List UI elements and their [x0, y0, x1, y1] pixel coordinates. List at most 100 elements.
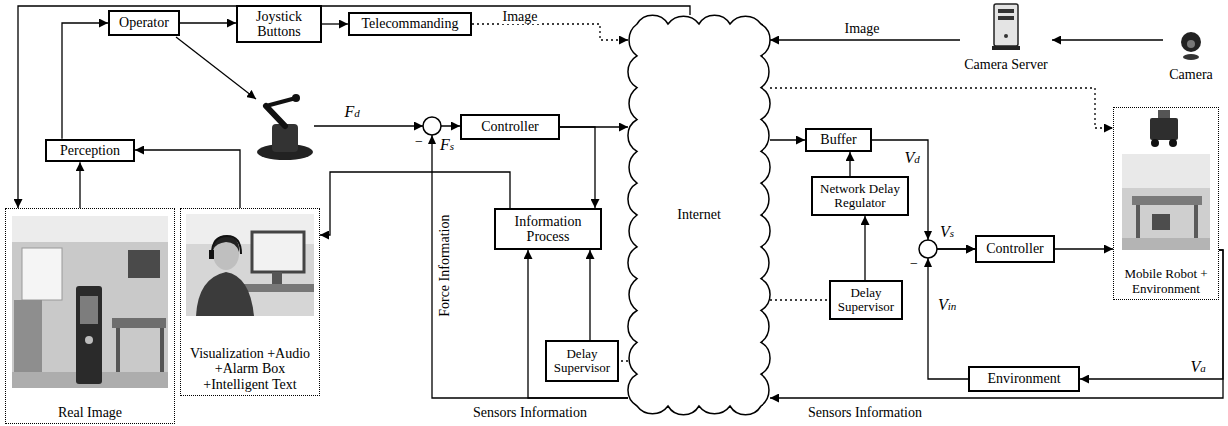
- junction-sign: −: [413, 134, 425, 149]
- signal-arrow: [770, 139, 805, 140]
- summing-junction: [924, 231, 932, 240]
- haptic-joystick: [257, 94, 313, 160]
- robot-photo: [1122, 154, 1210, 250]
- information-process-box: Information Process: [494, 208, 602, 250]
- signal-name: Vs: [938, 223, 956, 241]
- signal-arrow: [864, 216, 865, 280]
- camera-symbol: [1181, 32, 1201, 52]
- real-image-photo: [128, 250, 160, 278]
- real-image-photo: [85, 336, 93, 344]
- signal-arrow: [589, 250, 590, 340]
- camera-server-symbol: [998, 16, 1014, 20]
- operator-photo: [186, 214, 314, 316]
- operator-photo: [272, 272, 282, 284]
- node-label: Mobile Robot + Environment: [1114, 267, 1218, 296]
- real-image-photo: [14, 300, 42, 380]
- signal-arrow: [432, 126, 628, 398]
- camera-server-symbol: [1004, 34, 1008, 38]
- edge-label: Vin: [936, 296, 958, 314]
- node-label: Internet: [677, 207, 721, 222]
- cloud-outline: [628, 15, 770, 415]
- signal-arrow: [1052, 39, 1163, 40]
- real-image-photo: [22, 248, 62, 300]
- signal-arrow: [79, 162, 80, 208]
- edge-label: Image: [501, 9, 540, 24]
- signal-arrow: [528, 250, 628, 398]
- signal-wire: [314, 125, 423, 126]
- node-label: Delay Supervisor: [835, 286, 897, 315]
- camera-symbol: [1187, 40, 1195, 48]
- node-label: Telecommanding: [362, 16, 459, 31]
- signal-arrow: [1055, 248, 1113, 249]
- robot-photo: [1152, 214, 1170, 230]
- delay-supervisor-box: Delay Supervisor: [545, 340, 619, 382]
- operator-photo: [186, 214, 314, 316]
- robot-photo: [1122, 110, 1210, 250]
- operator-photo: [252, 232, 304, 272]
- signal-arrow: [62, 23, 108, 139]
- real-image-photo: [112, 318, 166, 328]
- signal-wire: [176, 37, 423, 126]
- summing-junction: [423, 117, 441, 135]
- node-label: Delay Supervisor: [551, 347, 613, 376]
- summing-junction: [924, 258, 932, 267]
- node-label: Visualization +Audio +Alarm Box +Intelli…: [188, 346, 313, 392]
- telecommanding-box: Telecommanding: [348, 12, 472, 36]
- signal-wire: [176, 37, 256, 99]
- signal-name: Fd: [343, 103, 362, 121]
- node-label: Perception: [60, 143, 120, 158]
- node-label: Information Process: [500, 214, 596, 245]
- node-label: Camera: [1169, 67, 1213, 82]
- real-image-photo: [160, 328, 164, 374]
- camera-icon: Camera: [1163, 28, 1219, 84]
- network-link: [770, 88, 1113, 128]
- environment-box: Environment: [968, 366, 1080, 392]
- visualization-panel: Visualization +Audio +Alarm Box +Intelli…: [180, 208, 320, 396]
- signal-arrow: [928, 249, 975, 379]
- summing-junction: [919, 240, 937, 258]
- camera-server-symbol: [994, 4, 1018, 46]
- mobile-robot-panel: Mobile Robot + Environment: [1113, 107, 1219, 300]
- edge-label: Image: [843, 21, 882, 36]
- internet-cloud: Internet: [628, 15, 770, 415]
- signal-arrow: [135, 150, 240, 208]
- camera-server-symbol: [992, 46, 1020, 50]
- signal-arrow: [180, 22, 236, 23]
- real-image-photo: [12, 216, 168, 388]
- real-image-photo: [80, 296, 98, 324]
- robot-photo: [1169, 139, 1177, 147]
- operator-box: Operator: [108, 10, 180, 36]
- edge-label: Sensors Information: [806, 405, 924, 420]
- node-label: Controller: [986, 241, 1044, 256]
- operator-photo: [209, 250, 214, 259]
- robot-photo: [1194, 205, 1198, 238]
- network-delay-regulator-box: Network Delay Regulator: [811, 176, 909, 216]
- junction-sign: −: [908, 256, 920, 271]
- signal-arrow: [770, 39, 960, 40]
- camera-server-symbol: [998, 9, 1014, 13]
- node-label: Controller: [481, 119, 539, 134]
- camera-server-icon: Camera Server: [960, 2, 1052, 74]
- camera-symbol: [1183, 54, 1199, 60]
- signal-arrow: [18, 6, 690, 208]
- node-label: Environment: [987, 371, 1060, 386]
- signal-arrow: [320, 172, 510, 235]
- network-link: [472, 24, 628, 40]
- robot-photo: [1151, 139, 1159, 147]
- camera-server-symbol: [992, 4, 1020, 50]
- node-label: Real Image: [58, 405, 122, 420]
- real-image-photo: [116, 328, 120, 374]
- signal-arrow: [560, 127, 595, 208]
- delay-supervisor-box: Delay Supervisor: [829, 280, 903, 320]
- node-label: Buffer: [820, 132, 856, 147]
- controller-box: Controller: [460, 114, 560, 140]
- edge-label: Va: [1189, 358, 1208, 376]
- signal-arrow: [770, 250, 1223, 398]
- signal-arrow: [1080, 250, 1223, 379]
- network-link: [619, 360, 628, 361]
- robot-photo: [1122, 154, 1210, 188]
- real-image-photo: [12, 216, 168, 242]
- joystick-buttons-box: Joystick Buttons: [236, 5, 322, 44]
- robot-photo: [1132, 196, 1202, 205]
